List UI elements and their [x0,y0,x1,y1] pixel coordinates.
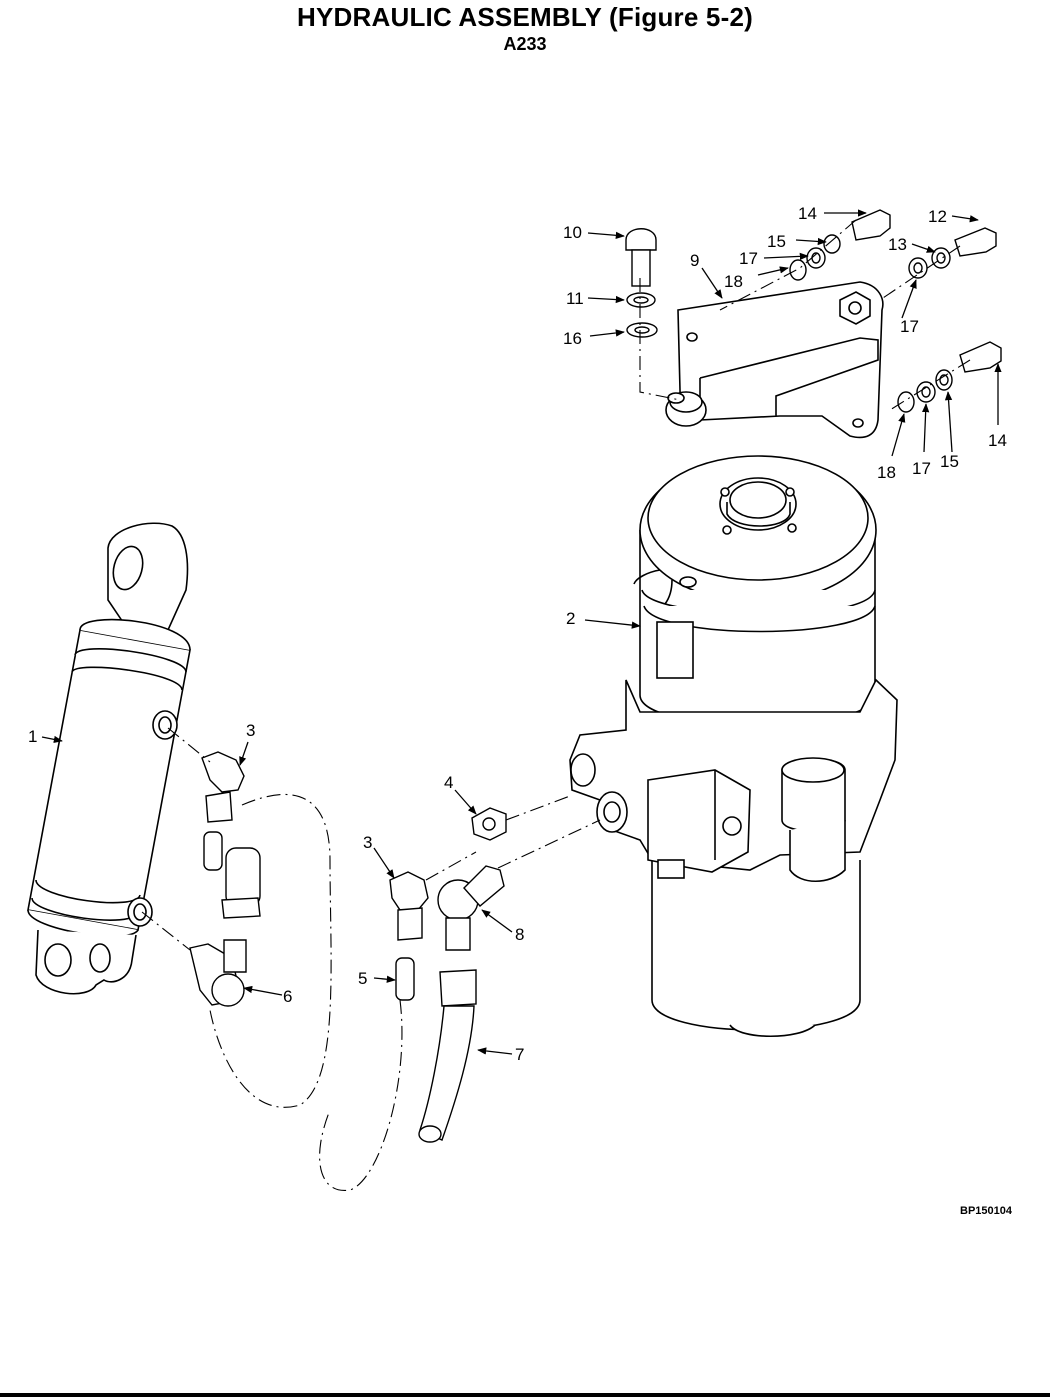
callout-11: 11 [566,289,584,308]
callout-labels: 1 2 3 3 4 5 6 7 8 9 10 11 12 13 14 14 15… [28,204,1007,1064]
pump-motor-unit [569,455,898,1038]
callout-3-lower: 3 [363,833,372,852]
callout-2: 2 [566,609,575,628]
hydraulic-fittings [189,751,507,1143]
callout-9: 9 [690,251,699,270]
figure-code: BP150104 [960,1205,1012,1217]
callout-4: 4 [444,773,453,792]
callout-17-right: 17 [900,317,919,336]
callout-14-lower: 14 [988,431,1007,450]
callout-1: 1 [28,727,37,746]
page-subtitle: A233 [503,34,547,54]
hydraulic-cylinder [27,522,191,995]
phantom-lines [141,219,971,1191]
callout-10: 10 [563,223,582,242]
callout-6: 6 [283,987,292,1006]
page-title: HYDRAULIC ASSEMBLY (Figure 5-2) [297,2,753,32]
callout-15-lower: 15 [940,452,959,471]
leader-arrows [41,209,1002,1055]
callout-18-lower: 18 [877,463,896,482]
callout-3-upper: 3 [246,721,255,740]
callout-12: 12 [928,207,947,226]
callout-8: 8 [515,925,524,944]
bracket-hardware [625,209,1002,413]
callout-14-top: 14 [798,204,817,223]
mounting-bracket [665,281,884,439]
callout-7: 7 [515,1045,524,1064]
callout-17-top: 17 [739,249,758,268]
callout-17-lower: 17 [912,459,931,478]
bottom-rule [0,1393,1050,1397]
callout-13: 13 [888,235,907,254]
callout-5: 5 [358,969,367,988]
callout-15-top: 15 [767,232,786,251]
callout-18-top: 18 [724,272,743,291]
callout-16: 16 [563,329,582,348]
